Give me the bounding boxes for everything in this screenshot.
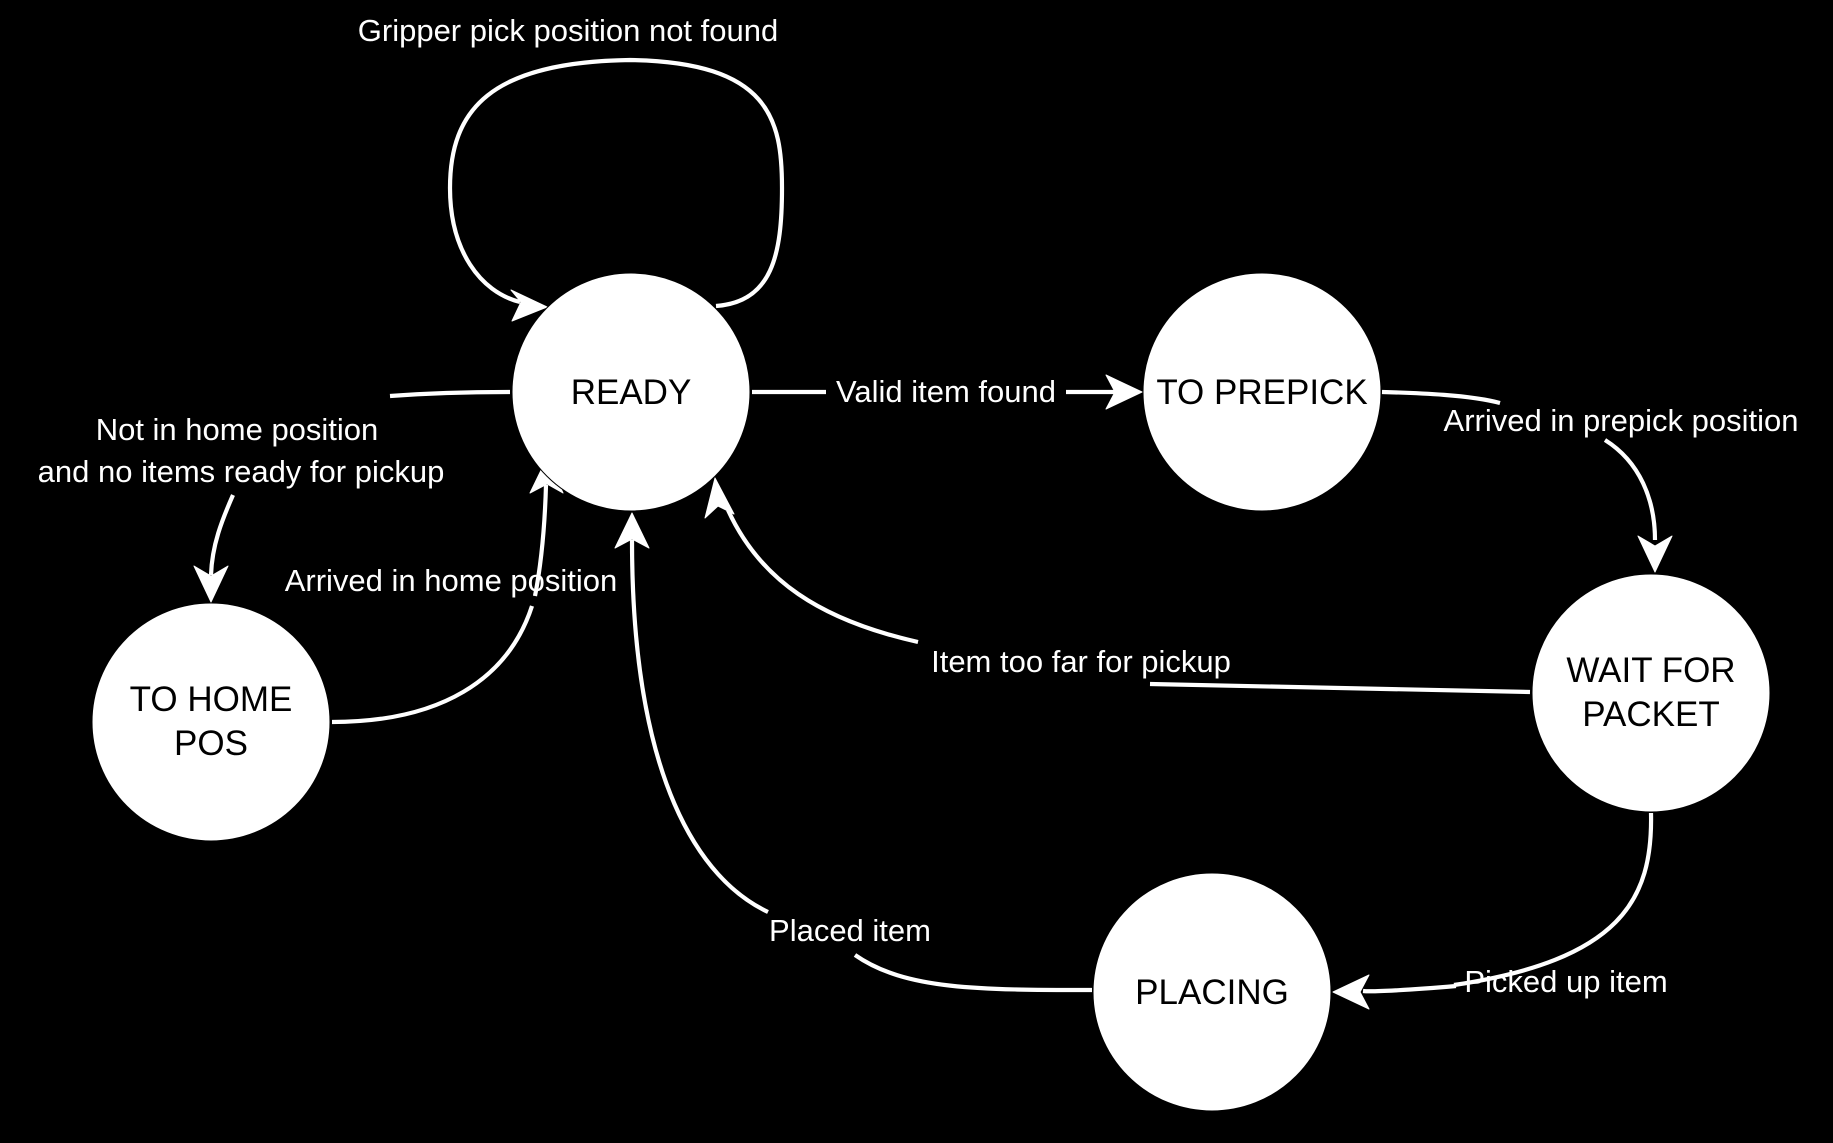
label-placed-item: Placed item bbox=[769, 913, 931, 948]
arrowhead bbox=[510, 289, 548, 322]
edge-arrived-home-line bbox=[331, 484, 549, 725]
state-wait-for-packet-circle bbox=[1531, 573, 1771, 813]
state-to-home-pos[interactable]: TO HOME POS bbox=[91, 602, 331, 842]
label-not-in-home-line1: Not in home position bbox=[96, 412, 379, 447]
state-placing-label: PLACING bbox=[1135, 973, 1289, 1012]
edge-placed-item bbox=[614, 512, 1093, 993]
state-wait-for-packet-label-line1: WAIT FOR bbox=[1566, 651, 1735, 690]
arrowhead bbox=[1637, 535, 1673, 573]
arrowhead bbox=[1332, 974, 1370, 1010]
edge-gripper-not-found-line bbox=[447, 57, 785, 309]
state-placing[interactable]: PLACING bbox=[1092, 872, 1332, 1112]
edge-picked-up-item-line bbox=[1362, 812, 1654, 994]
label-arrived-home: Arrived in home position bbox=[285, 563, 618, 598]
edge-not-in-home bbox=[193, 389, 511, 603]
edge-valid-item-found bbox=[752, 374, 1143, 410]
edge-not-in-home-line bbox=[208, 389, 511, 576]
state-ready-label: READY bbox=[571, 373, 692, 412]
arrowhead bbox=[704, 477, 735, 519]
label-arrived-prepick: Arrived in prepick position bbox=[1444, 403, 1799, 438]
arrowhead bbox=[1105, 374, 1143, 410]
edge-item-too-far bbox=[704, 477, 1531, 695]
state-to-home-pos-circle bbox=[91, 602, 331, 842]
label-item-too-far: Item too far for pickup bbox=[931, 644, 1231, 679]
state-to-prepick-label: TO PREPICK bbox=[1156, 373, 1367, 412]
edge-item-too-far-line bbox=[726, 509, 1531, 695]
edge-arrived-prepick-line bbox=[1381, 389, 1658, 541]
state-to-home-pos-label-line1: TO HOME bbox=[130, 680, 293, 719]
edge-placed-item-line bbox=[629, 539, 1093, 993]
state-ready-circle bbox=[511, 272, 751, 512]
label-not-in-home-line2: and no items ready for pickup bbox=[38, 454, 445, 489]
state-to-prepick[interactable]: TO PREPICK bbox=[1142, 272, 1382, 512]
state-to-prepick-circle bbox=[1142, 272, 1382, 512]
state-wait-for-packet[interactable]: WAIT FOR PACKET bbox=[1531, 573, 1771, 813]
edge-picked-up-item bbox=[1332, 812, 1654, 1010]
edge-gripper-not-found bbox=[447, 57, 785, 322]
arrowhead bbox=[614, 512, 650, 549]
state-wait-for-packet-label-line2: PACKET bbox=[1582, 695, 1719, 734]
arrowhead bbox=[193, 565, 229, 603]
edge-arrived-prepick bbox=[1381, 389, 1673, 573]
label-valid-item-found: Valid item found bbox=[836, 374, 1056, 409]
state-placing-circle bbox=[1092, 872, 1332, 1112]
label-picked-up-item: Picked up item bbox=[1464, 964, 1667, 999]
label-gripper-not-found: Gripper pick position not found bbox=[358, 13, 778, 48]
state-ready[interactable]: READY bbox=[511, 272, 751, 512]
state-to-home-pos-label-line2: POS bbox=[174, 724, 248, 763]
